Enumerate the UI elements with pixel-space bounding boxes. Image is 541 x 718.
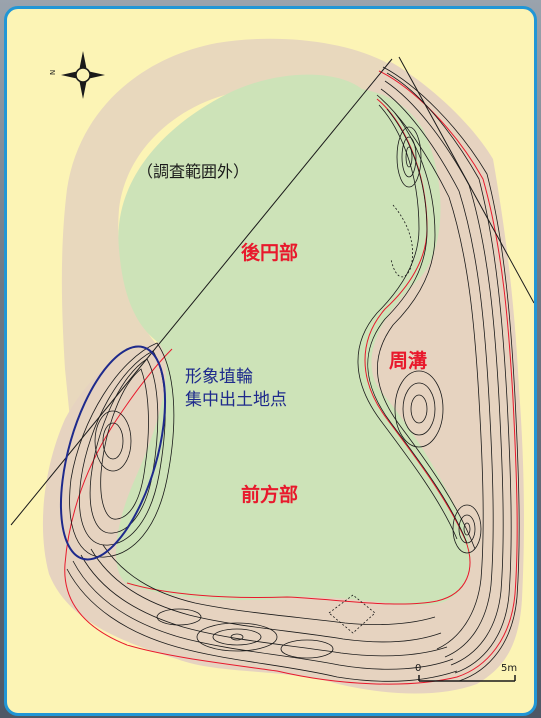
map-panel: （調査範囲外） 後円部 前方部 周溝 形象埴輪 集中出土地点 N 0 5m	[4, 6, 537, 716]
outside-survey-area	[61, 38, 387, 430]
compass-north-letter: N	[49, 70, 57, 75]
contour-lines	[66, 66, 520, 682]
dotted-lines	[328, 204, 413, 634]
haniwa-label-line2: 集中出土地点	[185, 390, 287, 410]
rear-mound-label: 後円部	[241, 241, 298, 264]
survey-lines	[10, 56, 534, 526]
scale-start-label: 0	[415, 663, 421, 674]
site-map: （調査範囲外） 後円部 前方部 周溝 形象埴輪 集中出土地点 N 0 5m	[10, 38, 534, 694]
compass-icon	[61, 51, 105, 99]
haniwa-area-ellipse	[59, 345, 167, 561]
mound-area	[115, 74, 471, 606]
haniwa-label-line1: 形象埴輪	[185, 367, 253, 387]
moat-label: 周溝	[389, 349, 427, 372]
scale-end-label: 5m	[501, 663, 517, 674]
front-mound-label: 前方部	[241, 483, 298, 506]
compass: N	[49, 51, 105, 99]
scale-bar: 0 5m	[415, 663, 517, 682]
outside-survey-label: （調査範囲外）	[137, 162, 249, 181]
